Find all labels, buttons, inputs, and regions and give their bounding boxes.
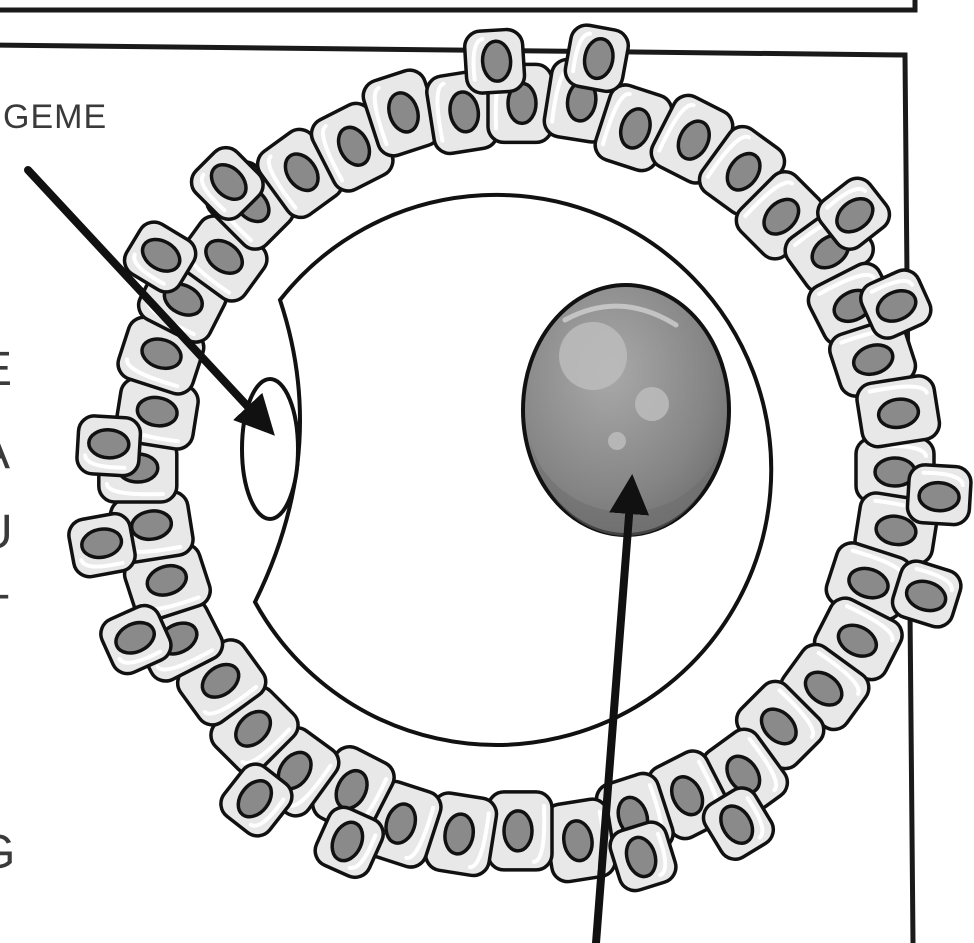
nucleus-highlight xyxy=(559,322,627,390)
left-fragment: A xyxy=(0,426,10,479)
follicle-cell xyxy=(907,464,972,526)
left-fragment: E xyxy=(0,343,12,396)
polar-body xyxy=(242,379,298,519)
left-edge-fragments: E A U T G xyxy=(0,343,15,879)
follicle-cell xyxy=(76,415,141,477)
cell-nucleus xyxy=(88,429,130,459)
cell-nucleus xyxy=(504,811,532,851)
follicle-cell xyxy=(855,374,942,449)
left-fragment: T xyxy=(0,586,9,639)
top-panel-frame xyxy=(0,0,915,10)
nucleus xyxy=(523,285,729,536)
cell-nucleus xyxy=(918,482,960,512)
follicle-cell xyxy=(464,29,526,94)
follicle-cell xyxy=(563,22,631,93)
left-fragment: G xyxy=(0,826,15,879)
cell-nucleus xyxy=(481,40,511,82)
follicle-cell xyxy=(488,792,552,870)
label-top: GEME xyxy=(3,98,107,136)
follicle-cell xyxy=(66,511,137,579)
left-fragment: U xyxy=(0,506,13,559)
